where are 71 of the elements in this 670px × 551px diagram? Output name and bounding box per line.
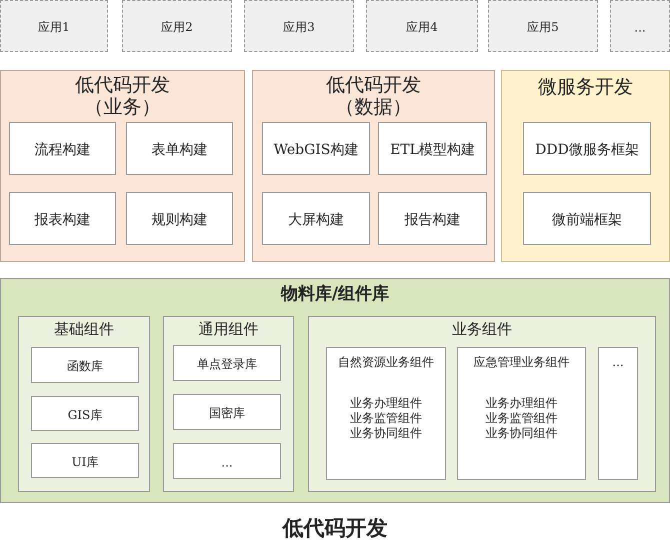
box-label: 应用4: [406, 19, 438, 36]
library-box: [173, 345, 281, 381]
box-label: 报告构建: [404, 210, 460, 228]
module-panel: [0, 70, 245, 262]
panel-title: 微服务开发: [538, 75, 633, 100]
feature-box: [126, 192, 233, 245]
feature-box: [378, 122, 487, 175]
feature-box: [378, 192, 487, 245]
component-item: 业务办理组件: [350, 396, 422, 411]
panel-title: 物料库/组件库: [280, 283, 390, 305]
component-item: 业务协同组件: [350, 426, 422, 441]
component-group: [18, 316, 150, 492]
module-panel: [252, 70, 495, 262]
library-box: [31, 443, 139, 478]
box-label: 应用3: [283, 19, 315, 36]
library-box: [173, 443, 281, 479]
component-box: [326, 347, 446, 480]
box-label: 函数库: [67, 358, 103, 375]
caption: 低代码开发: [282, 516, 388, 540]
library-box: [31, 347, 139, 383]
component-item: 业务协同组件: [486, 426, 558, 441]
app-box: [610, 0, 670, 52]
panel-title: 低代码开发（业务）: [74, 74, 171, 118]
component-item: 业务办理组件: [486, 396, 558, 411]
box-label: 应用5: [527, 19, 559, 36]
box-label: WebGIS构建: [274, 140, 358, 158]
panel-title: 低代码开发（数据）: [325, 74, 422, 118]
component-item: 业务监管组件: [350, 411, 422, 426]
box-label: 报表构建: [34, 210, 90, 228]
component-box: [598, 347, 638, 480]
component-item: 业务监管组件: [486, 411, 558, 426]
app-box: [122, 0, 232, 52]
feature-box: [9, 122, 116, 175]
feature-box: [126, 122, 233, 175]
panel-title: 业务组件: [452, 320, 512, 339]
box-heading: ...: [612, 355, 624, 370]
box-heading: 自然资源业务组件: [338, 355, 434, 370]
box-label: 国密库: [209, 405, 245, 422]
library-box: [173, 394, 281, 430]
box-label: GIS库: [68, 406, 102, 424]
component-group: [308, 316, 656, 492]
box-heading: 应急管理业务组件: [474, 355, 570, 370]
app-box: [0, 0, 108, 52]
component-box: [457, 347, 586, 480]
box-label: 单点登录库: [197, 356, 257, 373]
app-box: [366, 0, 478, 52]
box-label: 规则构建: [152, 210, 208, 228]
library-box: [31, 396, 139, 431]
app-box: [488, 0, 598, 52]
library-panel: [0, 278, 670, 503]
feature-box: [262, 192, 370, 245]
panel-title: 通用组件: [198, 320, 258, 339]
box-label: DDD微服务框架: [535, 140, 639, 158]
feature-box: [523, 122, 651, 175]
feature-box: [9, 192, 116, 245]
feature-box: [523, 192, 651, 245]
module-panel: [501, 70, 670, 262]
box-label: 表单构建: [152, 140, 208, 158]
box-label: 应用1: [38, 19, 70, 36]
box-label: 大屏构建: [288, 210, 344, 228]
box-label: ETL模型构建: [390, 140, 475, 158]
box-label: ...: [221, 456, 233, 470]
panel-title: 基础组件: [54, 320, 114, 339]
box-label: 微前端框架: [552, 210, 622, 228]
component-group: [163, 316, 294, 492]
app-box: [244, 0, 354, 52]
feature-box: [262, 122, 370, 175]
box-label: 流程构建: [34, 140, 90, 158]
box-label: 应用2: [161, 19, 193, 36]
box-label: UI库: [72, 454, 98, 470]
box-label: ...: [634, 20, 646, 34]
